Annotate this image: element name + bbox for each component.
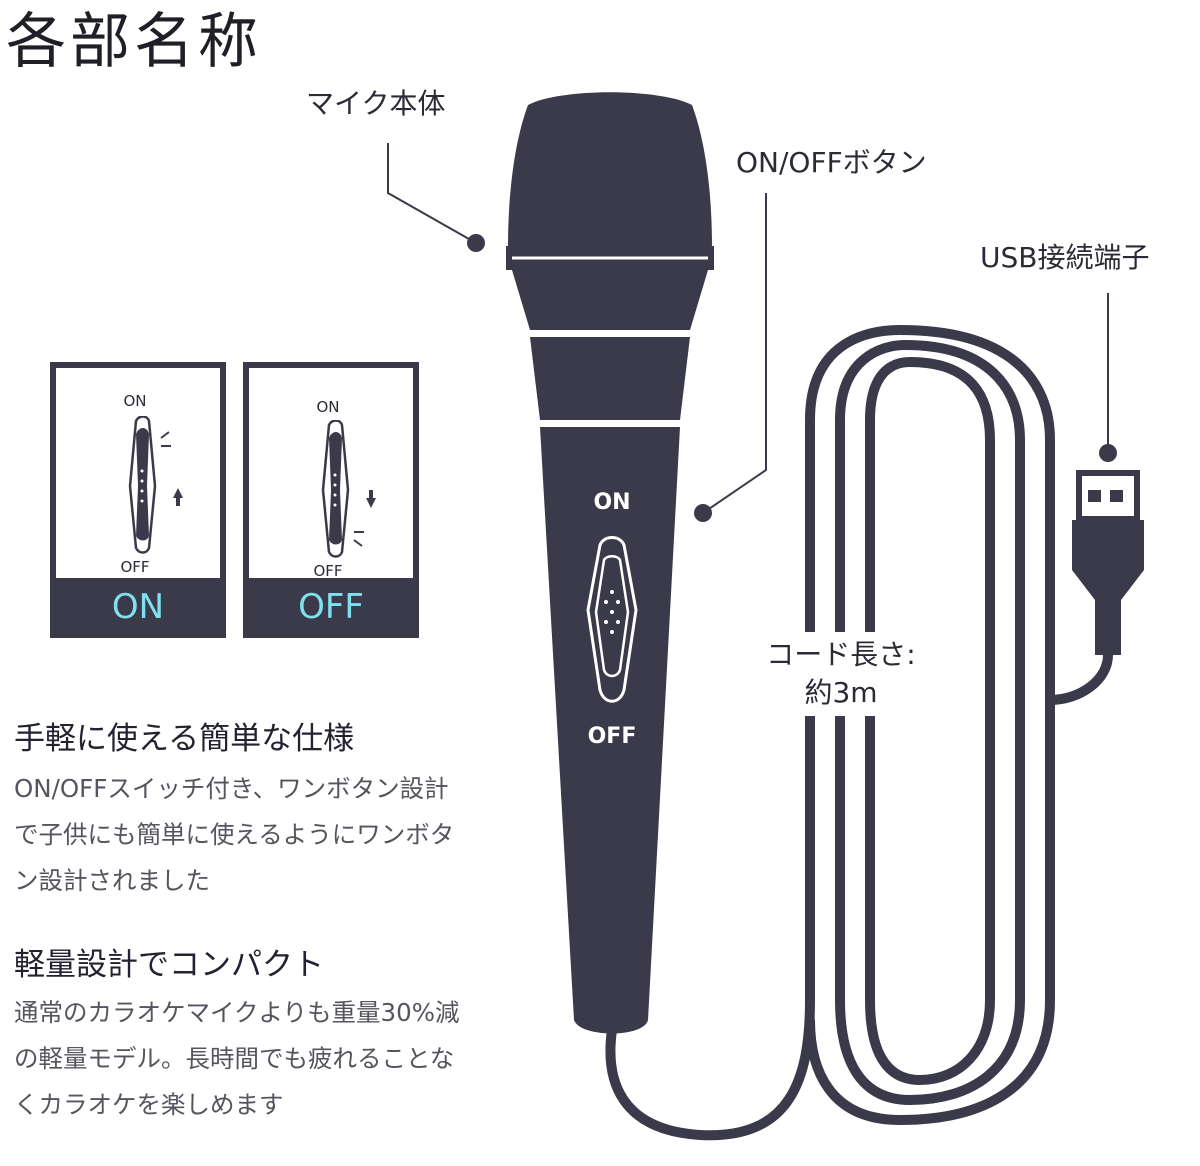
mic-switch-off-label: OFF (587, 724, 637, 749)
mic-switch-on-label: ON (593, 490, 631, 515)
cord-length-line-2: 約3m (804, 676, 878, 709)
feature-2-description: 通常のカラオケマイクよりも重量30%減 の軽量モデル。長時間でも疲れることな く… (14, 990, 459, 1128)
feature-1-heading: 手軽に使える簡単な仕様 (14, 721, 355, 757)
up-arrow-icon (173, 488, 183, 506)
feature-1-line-1: ON/OFFスイッチ付き、ワンボタン設計 (14, 774, 449, 803)
usb-plug-icon (1072, 470, 1144, 655)
page-title: 各部名称 (6, 7, 262, 77)
panel-off-top-label: ON (316, 398, 340, 416)
panel-on-bottom-label: OFF (120, 558, 150, 576)
switch-panel-on-caption: ON (111, 587, 165, 627)
cord-length-label: コード長さ: 約3m (746, 632, 936, 716)
switch-panel-off: ON OFF OFF (243, 362, 419, 638)
panel-off-bottom-label: OFF (313, 562, 343, 580)
feature-2-line-2: の軽量モデル。長時間でも疲れることな (14, 1044, 455, 1073)
cord-icon (605, 324, 1113, 1141)
feature-2-heading: 軽量設計でコンパクト (14, 947, 324, 983)
microphone-icon (506, 92, 714, 1034)
switch-up-icon (128, 416, 183, 554)
feature-1-line-2: で子供にも簡単に使えるようにワンボタ (14, 820, 455, 849)
label-on-off-button: ON/OFFボタン (736, 146, 927, 179)
switch-panel-off-caption: OFF (298, 587, 364, 627)
button-dot (694, 504, 712, 522)
leader-lines (387, 143, 1109, 514)
down-arrow-icon (366, 490, 376, 508)
switch-down-icon (321, 420, 376, 558)
switch-panel-off-illustration: ON OFF (249, 368, 413, 580)
usb-dot (1099, 444, 1117, 462)
feature-2-line-3: くカラオケを楽しめます (14, 1090, 284, 1119)
feature-1-description: ON/OFFスイッチ付き、ワンボタン設計 で子供にも簡単に使えるようにワンボタ … (14, 766, 454, 904)
switch-panel-on-illustration: ON OFF (56, 368, 220, 578)
label-mic-body: マイク本体 (306, 87, 446, 120)
panel-on-top-label: ON (123, 392, 147, 410)
feature-2-line-1: 通常のカラオケマイクよりも重量30%減 (14, 998, 460, 1027)
switch-panel-on: ON OFF ON (50, 362, 226, 638)
label-usb-terminal: USB接続端子 (980, 241, 1150, 274)
cord-length-line-1: コード長さ: (766, 638, 916, 671)
feature-1-line-3: ン設計されました (14, 866, 210, 895)
mic-body-dot (467, 234, 485, 252)
mic-switch-icon (586, 536, 638, 703)
